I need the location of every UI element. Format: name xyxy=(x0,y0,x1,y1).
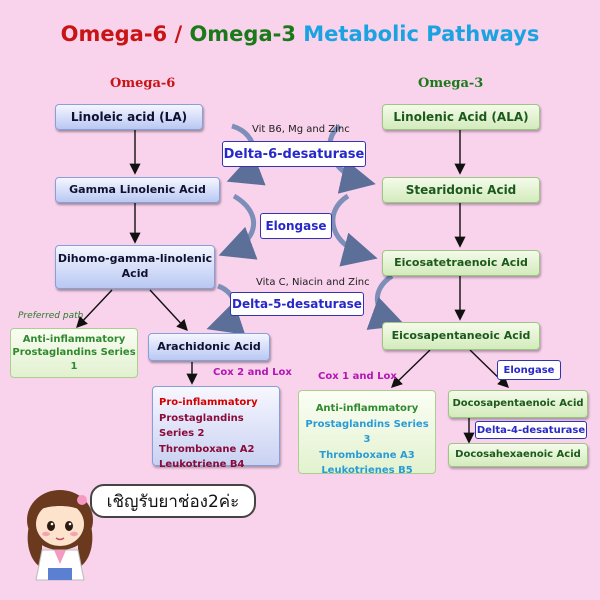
sda-box: Stearidonic Acid xyxy=(382,177,540,203)
dpa-label: Docosapentaenoic Acid xyxy=(452,398,584,410)
anti1-label-1: Anti-inflammatory xyxy=(22,333,126,345)
delta-6-desaturase-label: Delta-6-desaturase xyxy=(222,141,366,167)
epa-box: Eicosapentaneoic Acid xyxy=(382,322,540,350)
eta-box: Eicosatetraenoic Acid xyxy=(382,250,540,276)
anti1-label-2: Prostaglandins Series 1 xyxy=(12,347,136,372)
gla-label: Gamma Linolenic Acid xyxy=(69,182,206,196)
dgla-label-1: Dihomo-gamma-linolenic xyxy=(57,252,213,266)
aa-label: Arachidonic Acid xyxy=(157,339,261,353)
dgla-label-2: Acid xyxy=(121,267,149,280)
anti3-line-1: Anti-inflammatory xyxy=(315,403,419,414)
dha-box: Docosahexaenoic Acid xyxy=(448,443,588,467)
title-omega6: Omega-6 xyxy=(60,22,168,46)
pro-inflammatory-box: Pro-inflammatory Prostaglandins Series 2… xyxy=(152,386,280,470)
cofactor-c-niacin-zinc: Vita C, Niacin and Zinc xyxy=(256,277,370,288)
title-omega3: Omega-3 xyxy=(189,22,296,46)
anti-inflammatory-series3-box: Anti-inflammatory Prostaglandins Series … xyxy=(298,390,436,476)
preferred-path-note: Preferred path xyxy=(18,311,84,321)
title-pathways: Metabolic Pathways xyxy=(295,22,540,46)
la-label: Linoleic acid (LA) xyxy=(70,109,188,124)
gla-box: Gamma Linolenic Acid xyxy=(55,177,220,203)
dpa-box: Docosapentaenoic Acid xyxy=(448,390,588,418)
ala-box: Linolenic Acid (ALA) xyxy=(382,104,540,130)
omega6-heading: Omega-6 xyxy=(110,76,176,91)
curve-elong-left xyxy=(218,193,258,260)
pharmacist-girl-icon xyxy=(27,490,93,581)
cox1-lox-label: Cox 1 and Lox xyxy=(318,371,397,382)
pro-line-3: Thromboxane A2 xyxy=(159,443,255,455)
cox2-lox-label: Cox 2 and Lox xyxy=(213,367,292,378)
omega3-heading: Omega-3 xyxy=(418,76,484,91)
epa-label: Eicosapentaneoic Acid xyxy=(391,328,531,342)
anti3-line-4: Leukotrienes B5 xyxy=(321,465,413,476)
speech-bubble: เชิญรับยาช่อง2ค่ะ xyxy=(90,484,256,518)
pro-line-1: Pro-inflammatory xyxy=(159,397,258,408)
dha-label: Docosahexaenoic Acid xyxy=(455,449,581,461)
elongase-label: Elongase xyxy=(260,213,332,239)
title-separator: / xyxy=(167,22,190,46)
cofactor-b6-mg-zinc: Vit B6, Mg and Zinc xyxy=(252,124,350,135)
elongase-omega3-label: Elongase xyxy=(497,360,561,380)
eta-label: Eicosatetraenoic Acid xyxy=(394,255,528,269)
la-box: Linoleic acid (LA) xyxy=(55,104,203,130)
anti3-line-3: Thromboxane A3 xyxy=(319,449,415,461)
delta-5-desaturase-label: Delta-5-desaturase xyxy=(230,292,364,316)
curve-elong-right xyxy=(330,193,378,267)
aa-box: Arachidonic Acid xyxy=(148,333,270,361)
curve-d5d-right xyxy=(366,273,406,330)
ala-label: Linolenic Acid (ALA) xyxy=(393,109,529,124)
arrow-dgla-aa xyxy=(149,289,188,332)
arrow-epa-dpa xyxy=(469,349,510,388)
pro-line-2: Prostaglandins Series 2 xyxy=(159,412,244,440)
delta-4-desaturase-label: Delta-4-desaturase xyxy=(475,421,587,439)
sda-label: Stearidonic Acid xyxy=(405,182,517,197)
pro-line-4: Leukotriene B4 xyxy=(159,459,245,470)
anti3-line-2: Prostaglandins Series 3 xyxy=(305,418,429,446)
page-title: Omega-6 / Omega-3 Metabolic Pathways xyxy=(0,22,600,46)
arrow-epa-anti3 xyxy=(390,349,431,388)
arrow-dgla-anti1 xyxy=(76,289,113,329)
